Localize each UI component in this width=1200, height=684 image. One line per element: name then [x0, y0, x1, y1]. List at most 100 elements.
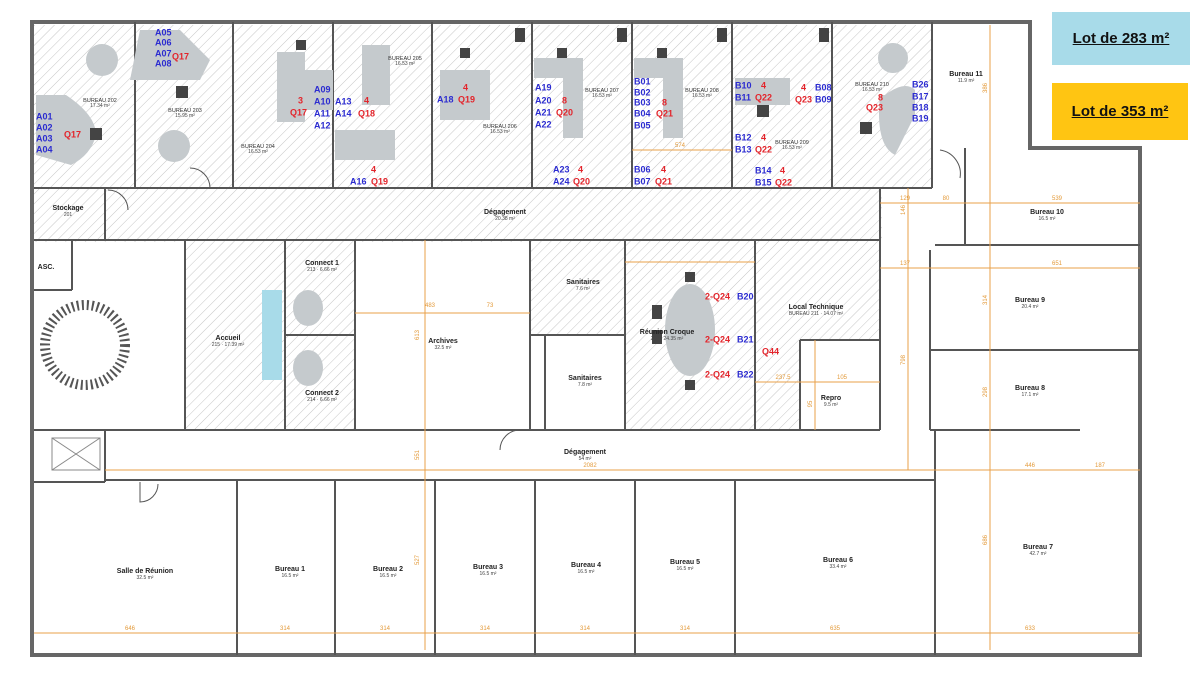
dimension-label: 483	[424, 303, 436, 309]
workstation-count: Q19	[371, 176, 389, 187]
dimension-label: 314	[379, 626, 391, 632]
dimension-label: 613	[415, 329, 421, 341]
workstation-count: Q17	[64, 129, 82, 140]
chairs	[90, 28, 872, 390]
workstation-id: B11	[735, 92, 752, 103]
room-area: 16.53 m²	[248, 149, 268, 156]
room-name: BUREAU 204	[241, 143, 275, 150]
workstation-count: Q19	[458, 94, 476, 105]
workstation-id: B19	[912, 113, 929, 124]
workstation-count: Q20	[573, 176, 591, 187]
dimension-label: 314	[679, 626, 691, 632]
room-name: BUREAU 207	[585, 87, 619, 94]
room-name: Accueil	[215, 335, 241, 343]
walls	[30, 20, 1142, 657]
workstation-id: B09	[815, 94, 832, 105]
workstation-count: Q44	[762, 346, 780, 357]
room-area: 16.5 m²	[1038, 216, 1056, 223]
room-name: BUREAU 210	[855, 81, 889, 88]
workstation-id: A22	[535, 119, 552, 130]
workstation-count: 4	[761, 80, 767, 91]
room-area: 16.5 m²	[577, 569, 595, 576]
workstation-count: Q17	[172, 51, 190, 62]
dimension-label: 314	[479, 626, 491, 632]
room-area: 16.53 m²	[692, 93, 712, 100]
dimension-label: 651	[1051, 261, 1063, 267]
dimension-label: 137	[899, 261, 911, 267]
workstation-count: Q22	[755, 92, 773, 103]
workstation-count: Q21	[655, 176, 673, 187]
workstation-count: Q22	[755, 144, 773, 155]
room-area: 213 · 6.66 m²	[307, 267, 337, 274]
workstation-id: A04	[36, 144, 53, 155]
workstation-id: A18	[437, 94, 454, 105]
room-name: BUREAU 208	[685, 87, 719, 94]
workstation-id: A16	[350, 176, 367, 187]
workstation-count: 4	[371, 164, 377, 175]
room-area: 17.1 m²	[1021, 392, 1039, 399]
room-name: Bureau 6	[823, 557, 853, 565]
room-name: Dégagement	[483, 209, 527, 217]
room-area: 32.5 m²	[434, 345, 452, 352]
dimension-label: 80	[942, 196, 950, 202]
workstation-id: A09	[314, 84, 331, 95]
dimension-label: 187	[1094, 463, 1106, 469]
workstation-id: B12	[735, 132, 752, 143]
room-name: Sanitaires	[566, 279, 600, 287]
room-area: 201	[63, 212, 73, 219]
dimension-label: 2082	[583, 463, 597, 469]
workstation-id: B26	[912, 79, 929, 90]
room-area: 16.5 m²	[281, 573, 299, 580]
workstation-id: A01	[36, 111, 53, 122]
workstation-id: B21	[737, 334, 754, 345]
room-area: 9.5 m²	[823, 402, 839, 409]
workstation-id: B06	[634, 164, 651, 175]
dimension-label: 635	[829, 626, 841, 632]
room-area: 212 · 24.35 m²	[650, 336, 684, 343]
dimension-label: 73	[486, 303, 494, 309]
dimension-label: 95	[808, 400, 814, 408]
room-label: ASC.	[38, 264, 55, 272]
legend-lot-283-label: Lot de 283 m²	[1072, 30, 1170, 47]
furniture	[36, 30, 915, 390]
dimension-label: 633	[1024, 626, 1036, 632]
workstation-id: A20	[535, 95, 552, 106]
room-name: Connect 1	[305, 260, 339, 268]
dimension-label: 686	[983, 534, 989, 546]
workstation-id: A19	[535, 82, 552, 93]
workstation-count: Q20	[556, 107, 574, 118]
room-name: Repro	[820, 395, 842, 403]
dimension-label: 574	[674, 143, 686, 149]
workstation-id: B07	[634, 176, 651, 187]
workstation-id: B08	[815, 82, 832, 93]
room-area: 16.5 m²	[676, 566, 694, 573]
workstation-count: 3	[298, 95, 304, 106]
workstation-count: 4	[780, 165, 786, 176]
workstation-id: B10	[735, 80, 752, 91]
dimension-label: 646	[124, 626, 136, 632]
room-area: 42.7 m²	[1029, 551, 1047, 558]
room-name: Local Technique	[788, 304, 844, 312]
dimension-label: 798	[901, 354, 907, 366]
dimension-label: 527	[415, 554, 421, 566]
